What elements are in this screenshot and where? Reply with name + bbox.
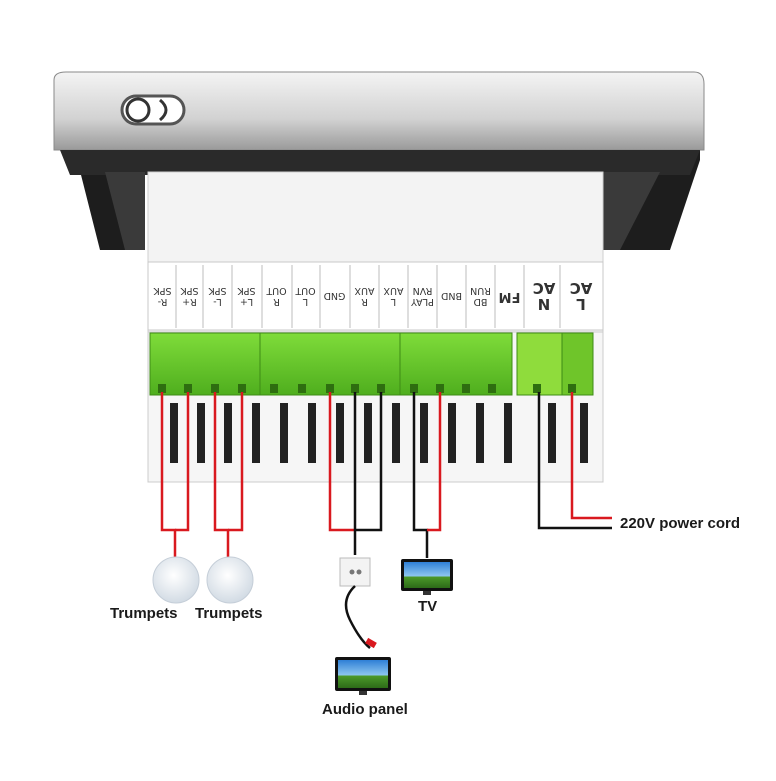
power-cord-label: 220V power cord bbox=[620, 515, 741, 532]
terminal-label-gnd: GND bbox=[323, 290, 346, 302]
tv-label: TV bbox=[418, 598, 438, 615]
terminal-holes bbox=[158, 384, 576, 393]
toggle-switch-icon bbox=[120, 94, 186, 126]
terminal-label-l-plus-spk: L+SPK bbox=[237, 285, 256, 307]
audio-panel-wires bbox=[328, 392, 383, 555]
terminal-label-bnd: BND bbox=[441, 290, 462, 302]
terminal-label-l-minus-spk: L-SPK bbox=[208, 285, 227, 307]
power-wires bbox=[537, 392, 612, 530]
device-bezel bbox=[53, 71, 705, 250]
trumpets-left-label: Trumpets bbox=[110, 605, 178, 622]
monitor-icon bbox=[335, 657, 391, 695]
speaker-wires bbox=[160, 392, 244, 560]
audio-panel-label: Audio panel bbox=[322, 701, 408, 718]
label-strip bbox=[175, 265, 561, 328]
jack-plate-icon bbox=[339, 557, 377, 649]
speaker-icon bbox=[152, 556, 254, 604]
terminal-label-r-plus-spk: R+SPK bbox=[180, 285, 199, 307]
tv-wires bbox=[412, 392, 442, 558]
tv-icon bbox=[401, 559, 453, 595]
terminal-label-fm: FM bbox=[498, 289, 521, 304]
terminal-label-r-minus-spk: R-SPK bbox=[153, 285, 172, 307]
vent-fins bbox=[170, 403, 588, 463]
trumpets-right-label: Trumpets bbox=[195, 605, 263, 622]
